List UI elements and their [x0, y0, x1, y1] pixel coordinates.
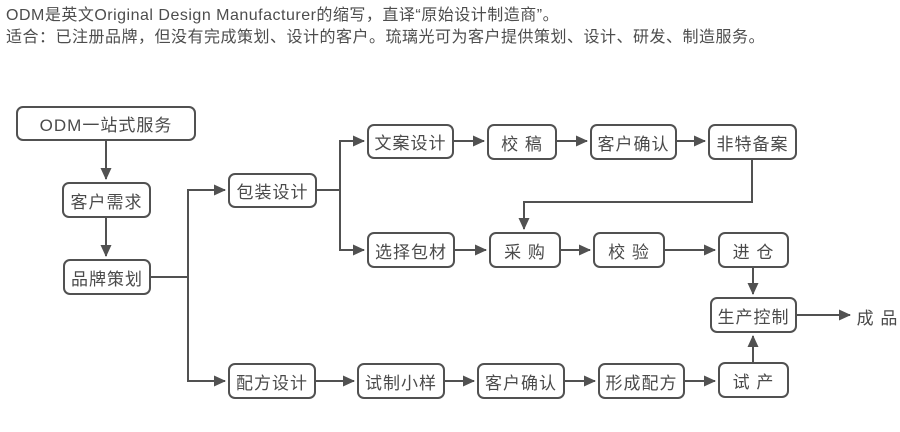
edge-filing-to-procurement — [518, 160, 753, 230]
node-nonspecial-filing: 非特备案 — [708, 124, 797, 160]
node-customer-needs: 客户需求 — [62, 182, 151, 218]
node-production-control: 生产控制 — [710, 297, 797, 333]
node-copy-design: 文案设计 — [367, 124, 454, 159]
node-brand-planning: 品牌策划 — [63, 259, 151, 295]
intro-line-2: 适合：已注册品牌，但没有完成策划、设计的客户。琉璃光可为客户提供策划、设计、研发… — [6, 29, 766, 46]
node-client-confirm-formula: 客户确认 — [477, 363, 565, 399]
node-trial-sample: 试制小样 — [357, 363, 445, 399]
edge-brand-to-formula — [187, 277, 226, 387]
node-verification: 校 验 — [593, 232, 665, 268]
node-odm-service: ODM一站式服务 — [16, 106, 196, 141]
node-proofreading: 校 稿 — [487, 124, 557, 160]
node-trial-production: 试 产 — [718, 362, 789, 398]
node-formula-design: 配方设计 — [228, 363, 316, 399]
intro-text: ODM是英文Original Design Manufacturer的缩写，直译… — [6, 5, 765, 49]
edge-brand-to-packaging — [151, 184, 226, 278]
node-warehousing: 进 仓 — [718, 232, 789, 268]
intro-line-1: ODM是英文Original Design Manufacturer的缩写，直译… — [6, 7, 560, 24]
node-select-materials: 选择包材 — [367, 232, 455, 268]
node-packaging-design: 包装设计 — [228, 173, 317, 208]
node-client-confirm-packaging: 客户确认 — [590, 124, 677, 160]
node-formula-formation: 形成配方 — [598, 363, 685, 399]
edge-packaging-to-materials — [339, 190, 365, 256]
edge-packaging-to-copy — [317, 135, 365, 191]
label-finished-product: 成 品 — [856, 308, 899, 328]
node-procurement: 采 购 — [489, 232, 561, 268]
